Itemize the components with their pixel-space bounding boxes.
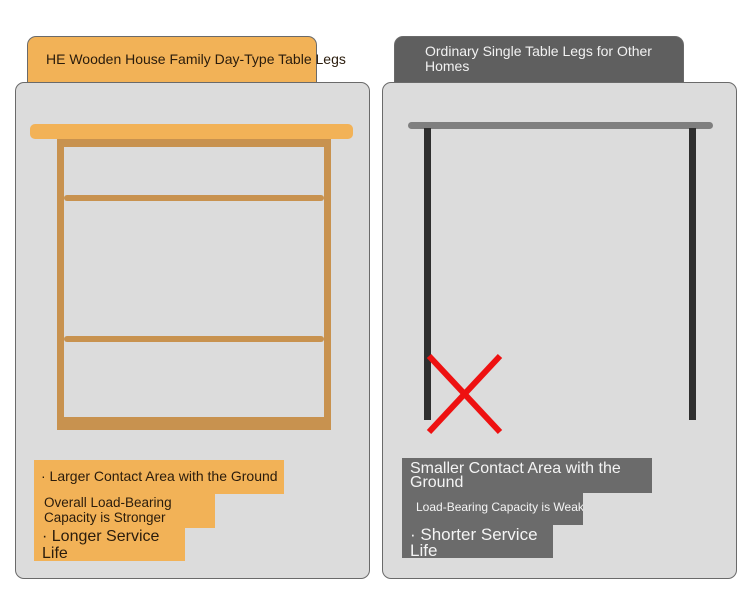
ordinary-feature-service-life-text: · Shorter Service Life [410, 525, 538, 558]
he-frame-left-post [57, 139, 64, 430]
he-frame-middle-rail-1 [64, 195, 324, 201]
ordinary-feature-service-life: · Shorter Service Life [402, 525, 553, 558]
he-feature-load-bearing-text: Overall Load-Bearing Capacity is Stronge… [44, 495, 172, 525]
ordinary-feature-contact-area: Smaller Contact Area with the Ground [402, 458, 652, 493]
he-feature-contact-area-text: · Larger Contact Area with the Ground [41, 468, 278, 484]
he-frame-right-post [324, 139, 331, 430]
ordinary-legs-title-tab: Ordinary Single Table Legs for Other Hom… [394, 36, 684, 84]
ordinary-right-leg [689, 128, 696, 420]
he-feature-service-life-text: · Longer Service Life [42, 528, 160, 561]
he-legs-title: HE Wooden House Family Day-Type Table Le… [46, 51, 346, 67]
he-frame-middle-rail-2 [64, 336, 324, 342]
cross-mark-icon [426, 353, 503, 435]
ordinary-left-leg [424, 128, 431, 420]
ordinary-tabletop [408, 122, 713, 129]
he-frame-bottom-rail [57, 417, 331, 430]
ordinary-feature-load-bearing-text: Load-Bearing Capacity is Weaker [416, 500, 583, 514]
he-frame-top-rail [57, 139, 331, 147]
he-feature-load-bearing: Overall Load-Bearing Capacity is Stronge… [34, 494, 215, 528]
he-legs-title-tab: HE Wooden House Family Day-Type Table Le… [27, 36, 346, 84]
he-feature-service-life: · Longer Service Life [34, 528, 185, 561]
he-feature-contact-area: · Larger Contact Area with the Ground [34, 460, 284, 494]
ordinary-legs-title: Ordinary Single Table Legs for Other Hom… [425, 43, 652, 74]
ordinary-feature-load-bearing: Load-Bearing Capacity is Weaker [402, 493, 583, 525]
he-tabletop [30, 124, 353, 139]
ordinary-feature-contact-area-text: Smaller Contact Area with the Ground [410, 460, 621, 491]
